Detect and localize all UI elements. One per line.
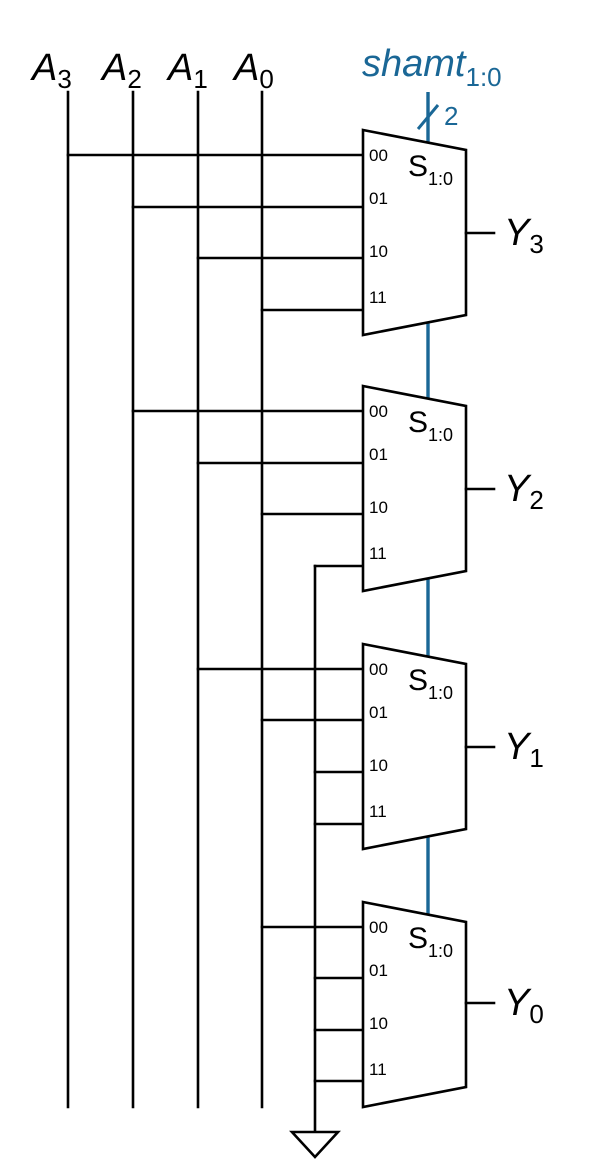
mux-input-label-01: 01 <box>369 445 388 464</box>
shamt-label: shamt1:0 <box>362 43 502 92</box>
mux-input-label-11: 11 <box>369 1060 387 1079</box>
mux-input-label-00: 00 <box>369 918 388 937</box>
mux-select-label: S1:0 <box>408 664 453 703</box>
input-label-a3: A3 <box>30 47 72 94</box>
mux-select-label: S1:0 <box>408 150 453 189</box>
output-label-y2: Y2 <box>504 468 544 515</box>
output-label-y0: Y0 <box>504 982 544 1029</box>
mux-input-label-01: 01 <box>369 703 388 722</box>
mux-input-label-11: 11 <box>369 288 387 307</box>
mux-body <box>361 900 468 1109</box>
mux-input-label-11: 11 <box>369 544 387 563</box>
mux-body <box>361 128 468 337</box>
mux-input-label-01: 01 <box>369 189 388 208</box>
mux-select-label: S1:0 <box>408 922 453 961</box>
mux-input-label-01: 01 <box>369 961 388 980</box>
mux-input-label-00: 00 <box>369 402 388 421</box>
mux-y3: S1:0 00 01 10 11 <box>361 128 496 337</box>
mux-input-label-10: 10 <box>369 756 388 775</box>
mux-body <box>361 642 468 851</box>
mux-input-label-00: 00 <box>369 660 388 679</box>
mux-select-label: S1:0 <box>408 406 453 445</box>
output-label-y1: Y1 <box>504 726 544 773</box>
mux-input-label-10: 10 <box>369 498 388 517</box>
mux-y0: S1:0 00 01 10 11 <box>361 900 496 1109</box>
mux-input-label-10: 10 <box>369 242 388 261</box>
input-label-a2: A2 <box>100 47 142 94</box>
ground-icon <box>289 1130 341 1159</box>
mux-body <box>361 384 468 593</box>
bus-width-slash <box>416 104 440 130</box>
mux-input-label-11: 11 <box>369 802 387 821</box>
mux-input-label-00: 00 <box>369 146 388 165</box>
mux-y2: S1:0 00 01 10 11 <box>361 384 496 593</box>
output-label-y3: Y3 <box>504 212 544 259</box>
mux-y1: S1:0 00 01 10 11 <box>361 642 496 851</box>
bus-width-label: 2 <box>444 101 458 131</box>
mux-input-label-10: 10 <box>369 1014 388 1033</box>
input-label-a0: A0 <box>232 47 274 94</box>
input-label-a1: A1 <box>166 47 208 94</box>
